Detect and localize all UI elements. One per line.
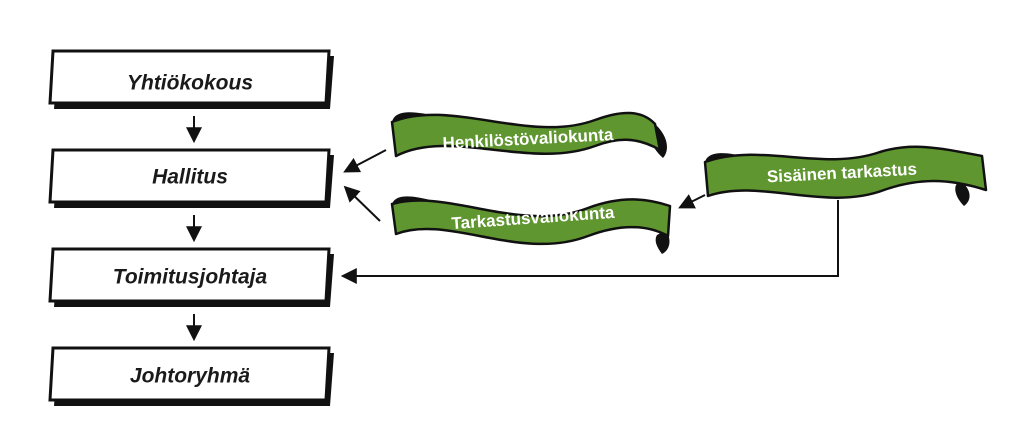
box-johtoryhma-label: Johtoryhmä	[130, 365, 251, 388]
ribbon-henkilostovaliokunta: Henkilöstövaliokunta	[390, 111, 667, 158]
arrow-sisainen-tarkastus-to-toimitusjohtaja	[340, 200, 839, 284]
box-yhtiokokous: Yhtiökokous	[48, 49, 334, 109]
box-johtoryhma: Johtoryhmä	[48, 346, 334, 406]
arrow-henkilostovaliokunta-to-hallitus	[343, 149, 387, 173]
box-hallitus-label: Hallitus	[152, 166, 228, 189]
ribbon-sisainen-tarkastus: Sisäinen tarkastus	[703, 145, 988, 206]
box-toimitusjohtaja: Toimitusjohtaja	[48, 247, 334, 307]
box-hallitus: Hallitus	[48, 148, 334, 208]
ribbon-tarkastusvaliokunta: Tarkastusvaliokunta	[390, 196, 672, 254]
box-toimitusjohtaja-label: Toimitusjohtaja	[113, 266, 268, 289]
box-yhtiokokous-label: Yhtiökokous	[127, 72, 253, 95]
arrow-sisainen-tarkastus-to-tarkastusvaliokunta	[678, 194, 706, 209]
arrow-tarkastusvaliokunta-to-hallitus	[343, 185, 381, 222]
